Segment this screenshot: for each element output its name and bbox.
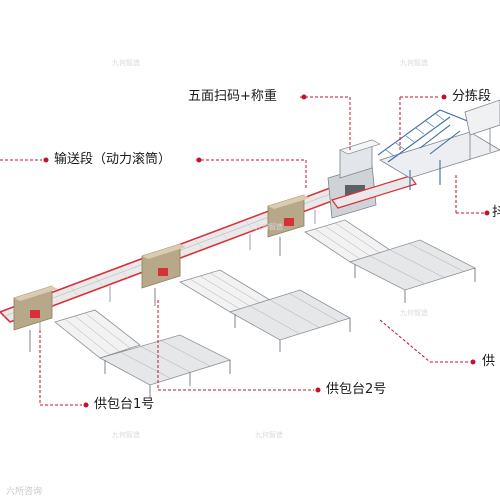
watermark: 九何智造 — [112, 59, 140, 67]
brand-watermark: 六所咨询 — [6, 487, 43, 497]
label-feeder-2: 供包台2号 — [326, 382, 387, 397]
watermark: 九何智造 — [255, 431, 283, 439]
label-feeder-1: 供包台1号 — [94, 397, 155, 412]
label-sort-section: 分拣段 — [452, 89, 492, 104]
watermark: 九何智造 — [400, 309, 428, 317]
leader-lines — [0, 96, 484, 406]
feeder-station-3 — [267, 194, 477, 303]
watermark: 九何智造 — [400, 59, 428, 67]
label-feeder-right: 供 — [482, 354, 496, 369]
sorting-section — [377, 99, 500, 190]
label-conveyor-section: 输送段（动力滚筒） — [54, 152, 172, 167]
feeder-station-1 — [13, 285, 232, 398]
label-scan-weigh: 五面扫码+称重 — [188, 89, 277, 104]
leader-dots — [43, 94, 490, 408]
label-cut-right: 抖 — [492, 205, 500, 220]
feeder-station-2 — [141, 243, 352, 352]
watermark: 九何智造 — [112, 431, 140, 439]
watermark: 九何智造 — [255, 223, 283, 231]
scan-weigh-tunnel — [327, 139, 417, 219]
